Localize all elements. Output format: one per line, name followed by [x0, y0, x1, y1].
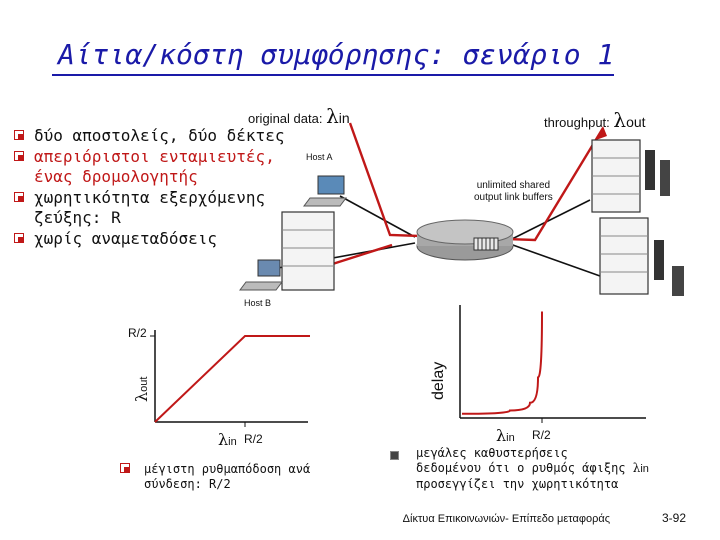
delay-curve — [462, 312, 542, 414]
note-line: μέγιστη ρυθμαπόδοση ανά — [144, 462, 310, 477]
host-b-computer-icon — [240, 260, 282, 290]
original-data-label: original data: λin — [248, 104, 350, 128]
y-tick-label: R/2 — [128, 326, 147, 340]
max-throughput-note: μέγιστη ρυθμαπόδοση ανά σύνδεση: R/2 — [120, 462, 310, 492]
host-a-computer-icon — [304, 176, 346, 206]
delay-x-tick-label: R/2 — [532, 428, 551, 442]
buffer-queue-icon — [474, 238, 498, 250]
y-axis-label: λout — [132, 377, 152, 402]
throughput-chart — [120, 320, 310, 430]
page-number: 3-92 — [662, 511, 686, 525]
server-icon — [282, 212, 334, 290]
receiver-server-bottom-icon — [600, 218, 684, 296]
buffers-label: unlimited shared output link buffers — [474, 180, 553, 204]
router-icon — [417, 220, 513, 260]
delay-y-label: delay — [430, 362, 448, 400]
receiver-server-top-icon — [592, 140, 670, 212]
x-axis-label: λin — [218, 430, 237, 450]
link-router-receiver-bottom — [510, 244, 600, 276]
note-line: σύνδεση: R/2 — [144, 477, 310, 492]
host-a-label: Host A — [306, 152, 333, 162]
large-delay-note: μεγάλες καθυστερήσεις δεδομένου ότι ο ρυ… — [390, 446, 649, 492]
link-router-receiver-top — [510, 200, 590, 240]
note-line: μεγάλες καθυστερήσεις — [416, 446, 649, 461]
note-line: προσεγγίζει την χωρητικότητα — [416, 477, 649, 492]
note-line: δεδομένου ότι ο ρυθμός άφιξης λin — [416, 461, 649, 477]
delay-x-label: λin — [496, 426, 515, 446]
bullet-marker-icon — [120, 463, 131, 474]
footer-text: Δίκτυα Επικοινωνιών- Επίπεδο μεταφοράς — [403, 513, 610, 525]
host-b-label: Host B — [244, 298, 271, 308]
square-bullet-icon — [390, 451, 399, 460]
throughput-curve — [155, 336, 310, 422]
delay-chart — [450, 300, 650, 430]
x-tick-label: R/2 — [244, 432, 263, 446]
throughput-label: throughput: λout — [544, 108, 646, 132]
